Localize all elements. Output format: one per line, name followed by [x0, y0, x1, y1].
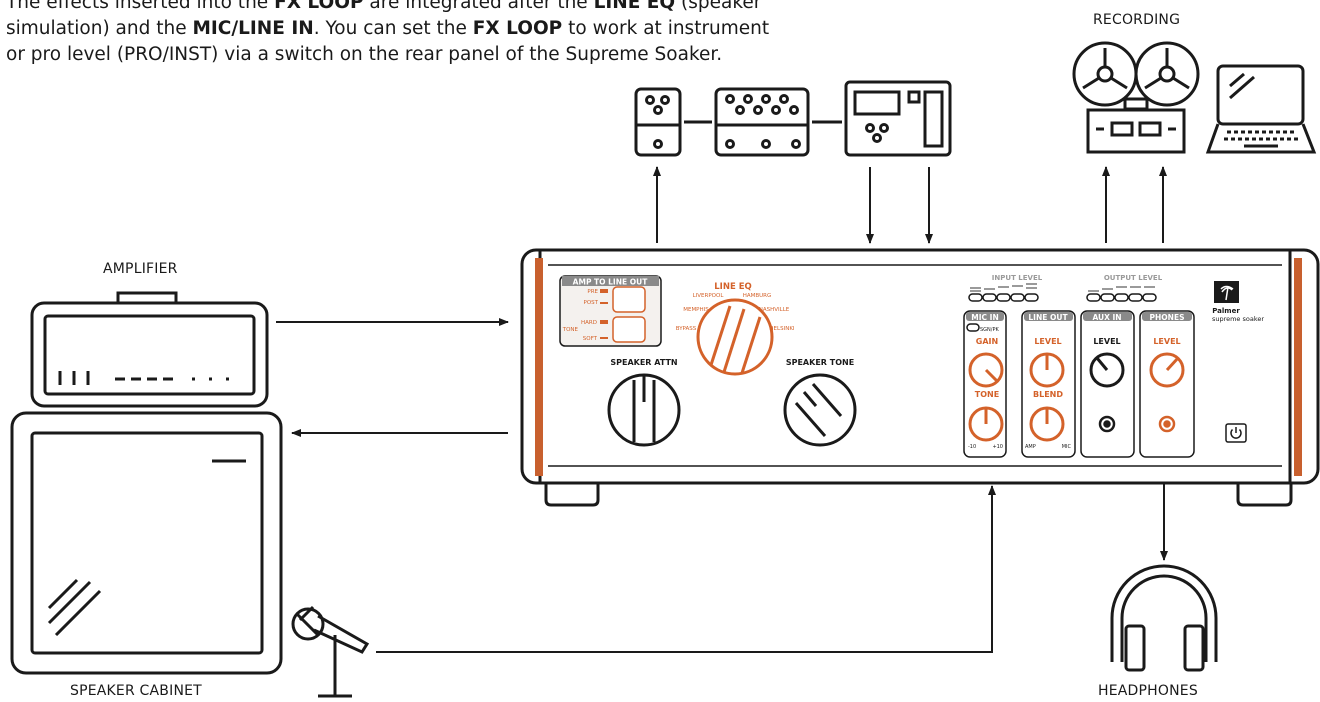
svg-text:BLEND: BLEND — [1033, 390, 1063, 399]
svg-text:PRE: PRE — [587, 289, 598, 295]
tone-switch — [613, 317, 645, 342]
svg-text:TONE: TONE — [975, 390, 999, 399]
phones-label: PHONES — [1150, 313, 1185, 322]
svg-text:SGN/PK: SGN/PK — [980, 327, 999, 333]
svg-text:BYPASS: BYPASS — [676, 326, 697, 332]
svg-text:MIC: MIC — [1062, 444, 1072, 450]
svg-text:LIVERPOOL: LIVERPOOL — [693, 293, 725, 299]
svg-text:HELSINKI: HELSINKI — [769, 326, 795, 332]
aux-in-label: AUX IN — [1092, 313, 1121, 322]
tape-recorder-icon — [1074, 43, 1198, 152]
svg-text:POST: POST — [584, 300, 599, 306]
model-name: supreme soaker — [1212, 315, 1264, 323]
svg-text:GAIN: GAIN — [976, 337, 998, 346]
amplifier-head-icon — [32, 293, 267, 406]
line-out-label: LINE OUT — [1028, 313, 1068, 322]
speaker-tone-label: SPEAKER TONE — [786, 358, 854, 367]
pre-post-switch — [613, 287, 645, 312]
output-level-label: OUTPUT LEVEL — [1104, 274, 1163, 282]
brand-name: Palmer — [1212, 307, 1240, 315]
svg-text:HARD: HARD — [581, 320, 597, 326]
multi-effects-unit-icon — [846, 82, 950, 155]
svg-text:MEMPHIS: MEMPHIS — [683, 307, 709, 313]
mic-in-label: MIC IN — [971, 313, 998, 322]
svg-text:AMP: AMP — [1025, 444, 1036, 450]
amp-to-line-out-label: AMP TO LINE OUT — [573, 278, 649, 287]
speaker-cabinet-icon — [12, 413, 281, 673]
laptop-icon — [1208, 66, 1314, 152]
svg-text:-10: -10 — [968, 444, 976, 450]
pedal-small-icon — [636, 89, 680, 155]
svg-text:LEVEL: LEVEL — [1153, 337, 1180, 346]
input-level-label: INPUT LEVEL — [992, 274, 1043, 282]
speaker-attn-label: SPEAKER ATTN — [610, 358, 677, 367]
microphone-icon — [293, 607, 367, 696]
svg-text:SOFT: SOFT — [583, 336, 598, 342]
svg-text:LEVEL: LEVEL — [1034, 337, 1061, 346]
palmer-logo-icon — [1214, 281, 1239, 303]
svg-text:HAMBURG: HAMBURG — [743, 293, 772, 299]
svg-text:+10: +10 — [992, 444, 1003, 450]
svg-text:TONE: TONE — [562, 327, 579, 333]
pedal-multi-icon — [716, 89, 808, 155]
svg-text:LEVEL: LEVEL — [1093, 337, 1120, 346]
line-eq-label: LINE EQ — [714, 282, 752, 292]
headphones-icon — [1112, 566, 1216, 670]
supreme-soaker-device: AMP TO LINE OUT PRE POST HARD TONE SOFT … — [522, 250, 1318, 505]
